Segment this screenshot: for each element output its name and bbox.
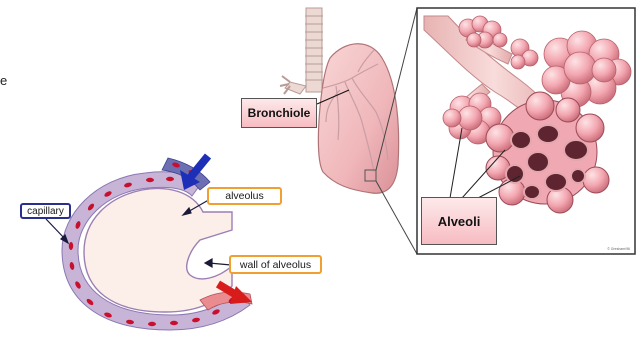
trachea — [280, 8, 323, 94]
bronchiole-label: Bronchiole — [241, 98, 317, 128]
illustration-credit: © Gresham/96 — [607, 247, 630, 251]
lung — [318, 44, 398, 194]
partial-edge-text: e — [0, 73, 7, 88]
alveolus-label: alveolus — [207, 187, 282, 205]
alveolus-cross-section — [62, 158, 252, 330]
wall-of-alveolus-label: wall of alveolus — [229, 255, 322, 274]
capillary-label: capillary — [20, 203, 71, 219]
alveoli-label: Alveoli — [421, 197, 497, 245]
